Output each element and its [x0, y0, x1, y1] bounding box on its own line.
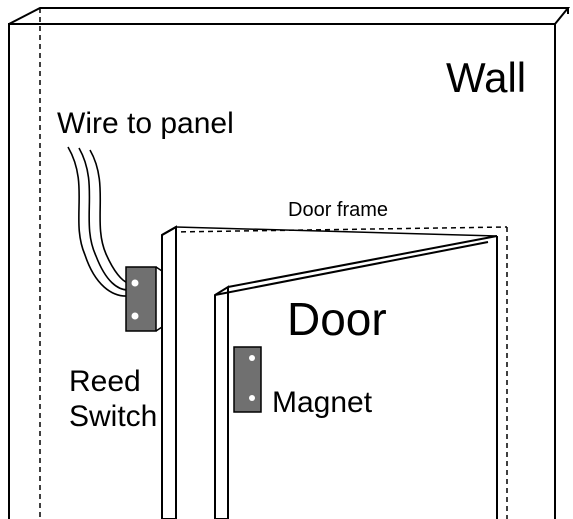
reed-switch-label-line2: Switch	[69, 400, 157, 433]
magnet-screw-bottom	[249, 395, 255, 401]
wall	[8, 7, 571, 519]
reed-switch-screw-top	[131, 279, 139, 287]
magnet-label: Magnet	[272, 386, 373, 419]
reed-switch-screw-bottom	[131, 312, 139, 320]
wire-label: Wire to panel	[57, 107, 234, 140]
door	[161, 225, 498, 519]
door-frame	[171, 226, 508, 519]
magnet-screw-top	[249, 355, 255, 361]
wire	[67, 146, 129, 297]
magnet	[233, 346, 262, 413]
wall-label: Wall	[446, 54, 526, 101]
reed-switch	[125, 266, 163, 332]
door-label: Door	[287, 293, 387, 345]
reed-switch-label-line1: Reed	[69, 365, 141, 398]
door-frame-label: Door frame	[288, 199, 388, 221]
